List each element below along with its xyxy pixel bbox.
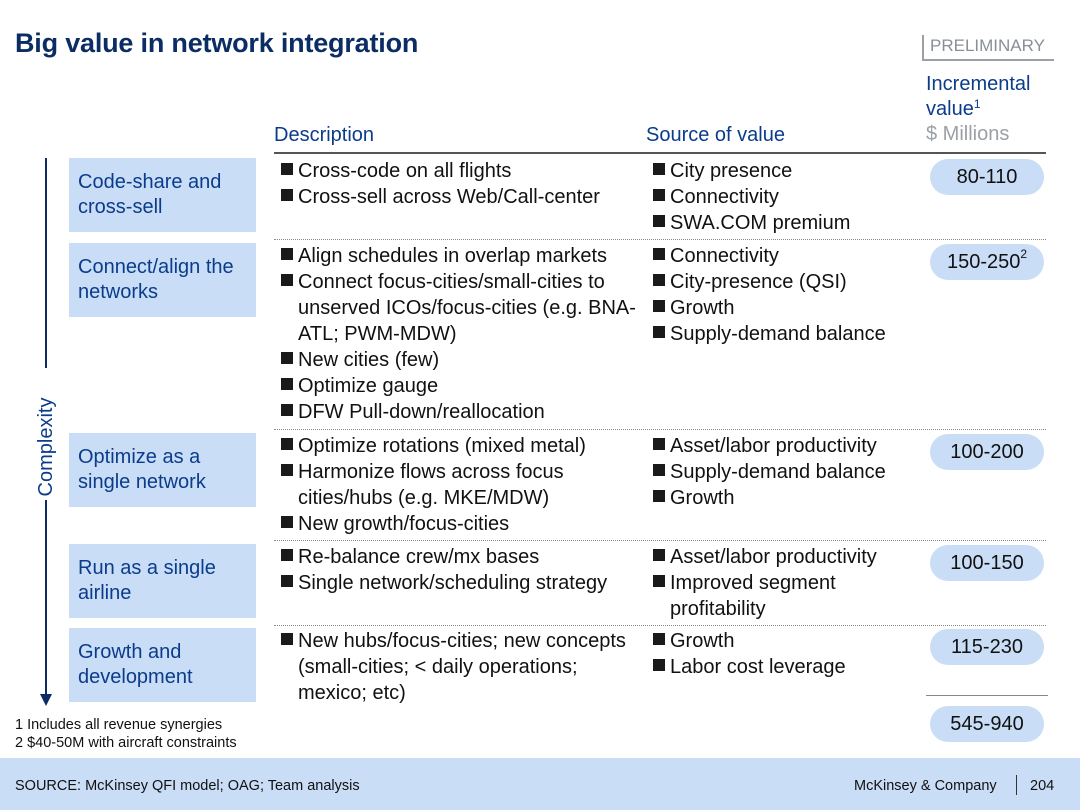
- row-separator: [274, 429, 1046, 430]
- description-item: Single network/scheduling strategy: [275, 570, 640, 596]
- header-value-line1: Incremental: [926, 73, 1031, 95]
- category-connect-align: Connect/align the networks: [69, 243, 256, 317]
- description-item: New hubs/focus-cities; new concepts (sma…: [275, 628, 640, 706]
- complexity-axis-label: Complexity: [35, 397, 57, 497]
- header-value-unit: $ Millions: [926, 123, 1010, 145]
- source-item: Supply-demand balance: [647, 459, 917, 485]
- source-item: Asset/labor productivity: [647, 433, 917, 459]
- row-separator: [274, 625, 1046, 626]
- description-item: Harmonize flows across focus cities/hubs…: [275, 459, 640, 511]
- description-item: New cities (few): [275, 347, 640, 373]
- source-item: City-presence (QSI): [647, 269, 917, 295]
- value-pill: 100-200: [930, 434, 1044, 470]
- footer-bar: SOURCE: McKinsey QFI model; OAG; Team an…: [0, 758, 1080, 810]
- header-description: Description: [274, 124, 375, 146]
- complexity-axis-bottom: [45, 500, 47, 696]
- source-list: City presence Connectivity SWA.COM premi…: [647, 158, 917, 236]
- footnotes: 1 Includes all revenue synergies 2 $40-5…: [15, 716, 237, 752]
- value-pill: 80-110: [930, 159, 1044, 195]
- source-item: Connectivity: [647, 243, 917, 269]
- header-source-of-value: Source of value: [646, 124, 785, 146]
- source-list: Asset/labor productivity Improved segmen…: [647, 544, 917, 622]
- page-number: 204: [1030, 778, 1055, 794]
- footnote: 1 Includes all revenue synergies: [15, 717, 223, 733]
- description-list: Cross-code on all flights Cross-sell acr…: [275, 158, 640, 210]
- company-name: McKinsey & Company: [854, 778, 997, 794]
- source-item: City presence: [647, 158, 917, 184]
- source-list: Connectivity City-presence (QSI) Growth …: [647, 243, 917, 347]
- description-item: DFW Pull-down/reallocation: [275, 399, 640, 425]
- category-growth-development: Growth and development: [69, 628, 256, 702]
- source-note: SOURCE: McKinsey QFI model; OAG; Team an…: [15, 778, 360, 794]
- source-item: Asset/labor productivity: [647, 544, 917, 570]
- preliminary-stamp: PRELIMINARY: [922, 35, 1054, 61]
- description-item: Optimize gauge: [275, 373, 640, 399]
- source-item: Labor cost leverage: [647, 654, 917, 680]
- total-rule: [926, 695, 1048, 696]
- value-pill: 115-230: [930, 629, 1044, 665]
- source-list: Growth Labor cost leverage: [647, 628, 917, 680]
- description-item: Connect focus-cities/small-cities to uns…: [275, 269, 640, 347]
- description-item: Re-balance crew/mx bases: [275, 544, 640, 570]
- source-item: Growth: [647, 485, 917, 511]
- header-value-line2: value1: [926, 97, 981, 120]
- source-item: Connectivity: [647, 184, 917, 210]
- header-rule: [274, 152, 1046, 154]
- description-list: Optimize rotations (mixed metal) Harmoni…: [275, 433, 640, 537]
- category-single-airline: Run as a single airline: [69, 544, 256, 618]
- category-optimize-network: Optimize as a single network: [69, 433, 256, 507]
- description-item: New growth/focus-cities: [275, 511, 640, 537]
- source-item: Supply-demand balance: [647, 321, 917, 347]
- description-item: Align schedules in overlap markets: [275, 243, 640, 269]
- source-item: SWA.COM premium: [647, 210, 917, 236]
- row-separator: [274, 540, 1046, 541]
- description-list: Re-balance crew/mx bases Single network/…: [275, 544, 640, 596]
- complexity-axis-top: [45, 158, 47, 368]
- footnote: 2 $40-50M with aircraft constraints: [15, 735, 237, 751]
- total-value-pill: 545-940: [930, 706, 1044, 742]
- arrow-down-icon: [40, 694, 52, 706]
- value-pill: 100-150: [930, 545, 1044, 581]
- description-list: Align schedules in overlap markets Conne…: [275, 243, 640, 425]
- row-separator: [274, 239, 1046, 240]
- page-title: Big value in network integration: [15, 28, 419, 58]
- category-code-share: Code-share and cross-sell: [69, 158, 256, 232]
- source-list: Asset/labor productivity Supply-demand b…: [647, 433, 917, 511]
- source-item: Growth: [647, 295, 917, 321]
- description-item: Cross-sell across Web/Call-center: [275, 184, 640, 210]
- description-item: Cross-code on all flights: [275, 158, 640, 184]
- description-list: New hubs/focus-cities; new concepts (sma…: [275, 628, 640, 706]
- header-incremental-value: Incremental value1 $ Millions: [926, 72, 1031, 147]
- value-pill: 150-2502: [930, 244, 1044, 280]
- source-item: Improved segment profitability: [647, 570, 917, 622]
- footer-divider: [1016, 775, 1017, 795]
- source-item: Growth: [647, 628, 917, 654]
- description-item: Optimize rotations (mixed metal): [275, 433, 640, 459]
